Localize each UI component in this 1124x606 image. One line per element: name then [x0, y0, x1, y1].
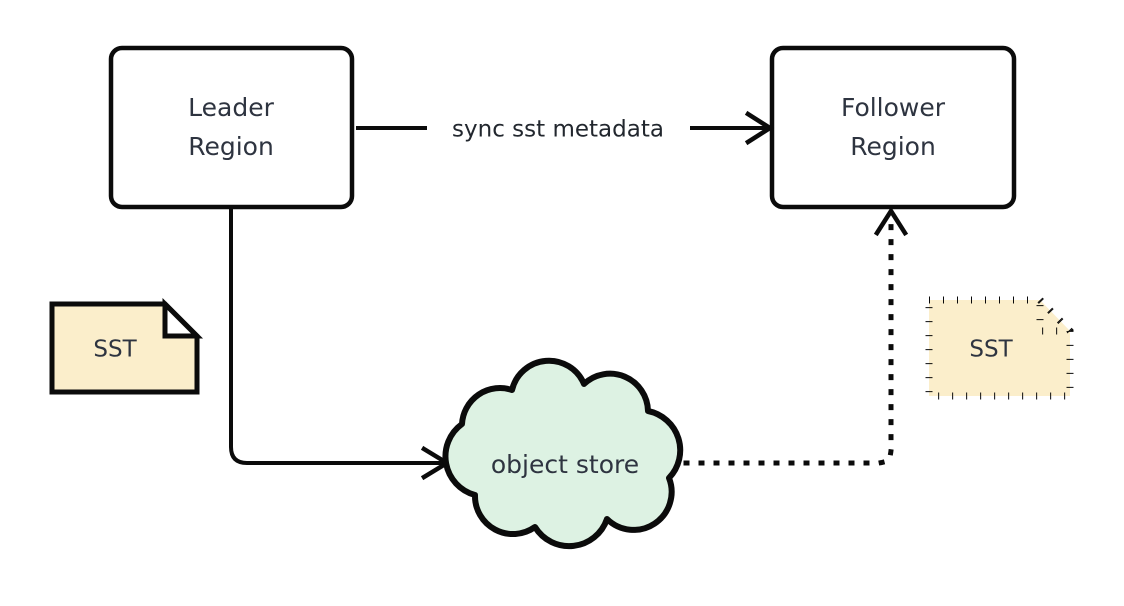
follower-region-label-line2: Region	[850, 132, 936, 161]
edge-fetch-sst	[683, 206, 909, 466]
edge-upload-sst-line	[229, 208, 443, 465]
edge-fetch-sst-arrowhead	[873, 206, 909, 237]
node-sst-leader[interactable]: SST	[49, 297, 204, 395]
follower-region-label-line1: Follower	[841, 93, 946, 122]
sst-leader-label: SST	[93, 337, 137, 363]
leader-region-label-line1: Leader	[188, 93, 274, 122]
edge-sync-metadata-label: sync sst metadata	[452, 117, 664, 143]
leader-region-box[interactable]	[108, 45, 355, 210]
node-leader-region[interactable]: Leader Region	[108, 45, 355, 210]
object-store-label: object store	[491, 450, 639, 479]
sst-follower-note-fill[interactable]	[929, 300, 1070, 396]
node-sst-follower[interactable]: SST	[925, 291, 1079, 400]
node-follower-region[interactable]: Follower Region	[769, 45, 1017, 210]
leader-region-label-line2: Region	[188, 132, 274, 161]
edge-upload-sst	[229, 208, 452, 481]
object-store-cloud-shape[interactable]	[442, 357, 684, 550]
sst-leader-note-shape[interactable]	[49, 301, 200, 395]
edge-fetch-sst-line	[683, 221, 894, 466]
sst-leader-fold-icon	[162, 297, 204, 339]
follower-region-box[interactable]	[769, 45, 1017, 210]
edge-sync-metadata: sync sst metadata	[356, 110, 775, 146]
node-object-store[interactable]: object store	[442, 357, 684, 550]
sst-follower-label: SST	[969, 337, 1013, 363]
